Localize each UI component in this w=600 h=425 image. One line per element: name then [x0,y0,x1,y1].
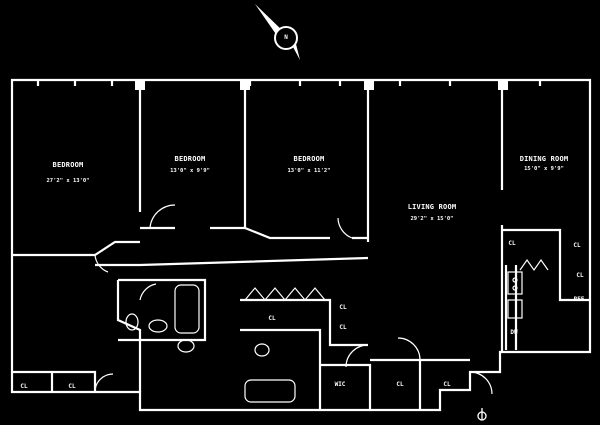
bathtub [174,284,200,334]
room-dims-living-room: 29'2" x 15'0" [410,216,454,222]
range [507,271,523,295]
refrigerator-label: REF [573,296,585,303]
column [240,80,250,90]
closet-label: CL [339,304,347,311]
closet-label: CL [508,240,516,247]
room-dims-bedroom-3: 13'0" x 11'2" [287,168,331,174]
toilet [254,343,270,357]
room-label-bedroom-1: BEDROOM [52,161,84,169]
wall-bed3-bottom [244,226,368,240]
compass-icon [255,4,300,60]
column [498,80,508,90]
column [135,80,145,90]
door-swing [469,371,493,395]
entrance-marker-icon [477,408,487,421]
bath-1 [118,278,207,342]
closet-label: CL [576,272,584,279]
closet-label: CL [443,381,451,388]
closet-label: CL [573,242,581,249]
kitchen-counter [504,265,518,350]
door-swing [94,254,109,273]
hall-upper [95,256,369,267]
compass-north-label: N [284,34,288,41]
room-label-living-room: LIVING ROOM [407,203,457,211]
walk-in-closet-label: WIC [334,381,346,388]
kitchen-walls [502,228,590,302]
wall-wic [320,363,372,410]
room-dims-bedroom-2: 13'0" x 9'9" [170,168,210,174]
room-label-dining-room: DINING ROOM [519,155,569,163]
room-dims-dining-room: 15'0" x 9'9" [524,166,564,172]
room-dims-bedroom-1: 27'2" x 13'0" [46,178,90,184]
sink [177,339,195,353]
door-swing [345,344,369,368]
room-label-bedroom-3: BEDROOM [293,155,325,163]
closet-label: CL [339,324,347,331]
closet-label: CL [396,381,404,388]
closet-label: CL [20,383,28,390]
door-swing [149,204,176,229]
closet-label: CL [68,383,76,390]
wall-bed1-bottom [12,240,140,257]
sink [148,319,168,333]
bathtub [244,379,296,403]
door-swing [397,337,421,361]
wall-closet-row [240,298,368,347]
sink-kitchen [507,299,523,319]
hall-lower [116,280,142,392]
dishwasher-label: DW [510,329,518,336]
door-swing [139,283,157,301]
room-label-bedroom-2: BEDROOM [174,155,206,163]
door-swing [94,373,114,393]
bath-2 [240,328,322,410]
wall-left-closets [12,370,97,392]
bifold-doors [519,258,549,272]
exterior-wall [10,78,592,412]
closet-label: CL [268,315,276,322]
toilet [125,313,139,331]
bifold-doors [244,287,326,301]
door-swing [337,217,353,239]
wall-cl-9 [370,358,422,410]
column [364,80,374,90]
